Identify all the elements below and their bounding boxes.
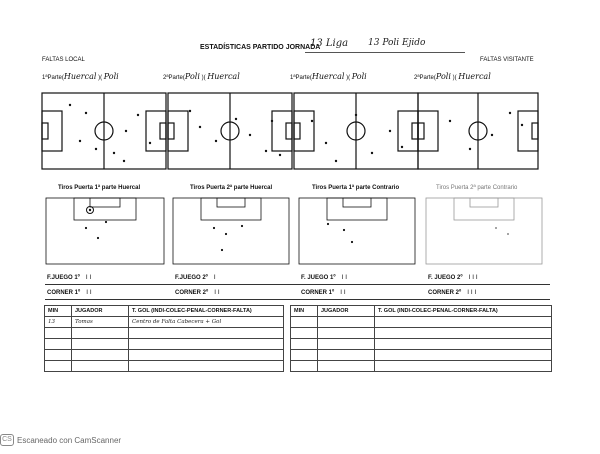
corner-underline [45,299,550,300]
match-handwritten: 13 Poli Ejido [368,38,426,48]
tiros-label-3: Tiros Puerta 1ª parte Contrario [312,185,400,191]
col-jugador: JUGADOR [317,305,375,317]
camscanner-icon: CS [0,434,14,446]
pitch-3 [293,92,419,170]
pitch-1 [41,92,167,170]
goal-jugador: Tomas [71,316,129,328]
shots-pitches [45,197,543,265]
table-row [290,349,552,361]
page-title: ESTADÍSTICAS PARTIDO JORNADA [200,44,321,51]
shot-pitch-3 [298,197,416,265]
shot-marks [84,206,509,252]
tiros-label-2: Tiros Puerta 2ª parte Huercal [190,185,273,191]
foul-marks [68,103,524,163]
half-label-4: 2ªParte(Poli )( Huercal [414,72,491,81]
col-jugador: JUGADOR [71,305,129,317]
shot-pitch-4 [425,197,543,265]
table-row [44,338,284,350]
goal-min: 13 [44,316,72,328]
col-min: MIN [290,305,318,317]
col-tgol: T. GOL (INDI-COLEC-PENAL-CORNER-FALTA) [128,305,284,317]
table-header-row: MIN JUGADOR T. GOL (INDI-COLEC-PENAL-COR… [44,305,284,317]
shot-pitch-2 [172,197,290,265]
col-min: MIN [44,305,72,317]
table-header-row: MIN JUGADOR T. GOL (INDI-COLEC-PENAL-COR… [290,305,552,317]
camscanner-watermark: CS Escaneado con CamScanner [0,434,121,446]
tiros-label-1: Tiros Puerta 1ª parte Huercal [58,185,141,191]
table-row [44,327,284,339]
half-label-1: 1ªParte(Huercal )( Poli [42,72,119,81]
table-row [44,349,284,361]
half-label-3: 1ªParte(Huercal )( Poli [290,72,367,81]
fouls-pitches [41,92,539,170]
pitch-2 [167,92,293,170]
section-faltas-visitante: FALTAS VISITANTE [480,57,534,63]
shot-pitch-1 [45,197,165,265]
jornada-handwritten: 13 Liga [310,38,349,49]
pitch-4 [417,92,539,170]
camscanner-text: Escaneado con CamScanner [17,435,122,445]
title-underline [305,52,465,53]
tiros-label-4: Tiros Puerta 2ª parte Contrario [436,185,518,191]
col-tgol: T. GOL (INDI-COLEC-PENAL-CORNER-FALTA) [374,305,552,317]
table-row [290,327,552,339]
table-row [290,338,552,350]
goals-table-local: MIN JUGADOR T. GOL (INDI-COLEC-PENAL-COR… [44,305,284,372]
goals-table-visitante: MIN JUGADOR T. GOL (INDI-COLEC-PENAL-COR… [290,305,552,372]
table-row [44,360,284,372]
fjuego-underline [45,284,550,285]
goal-tgol: Centro de Falta Cabecera + Gol [128,316,284,328]
table-row: 13 Tomas Centro de Falta Cabecera + Gol [44,316,284,328]
half-label-2: 2ªParte(Poli )( Huercal [163,72,240,81]
table-row [290,360,552,372]
table-row [290,316,552,328]
section-faltas-local: FALTAS LOCAL [42,57,85,63]
